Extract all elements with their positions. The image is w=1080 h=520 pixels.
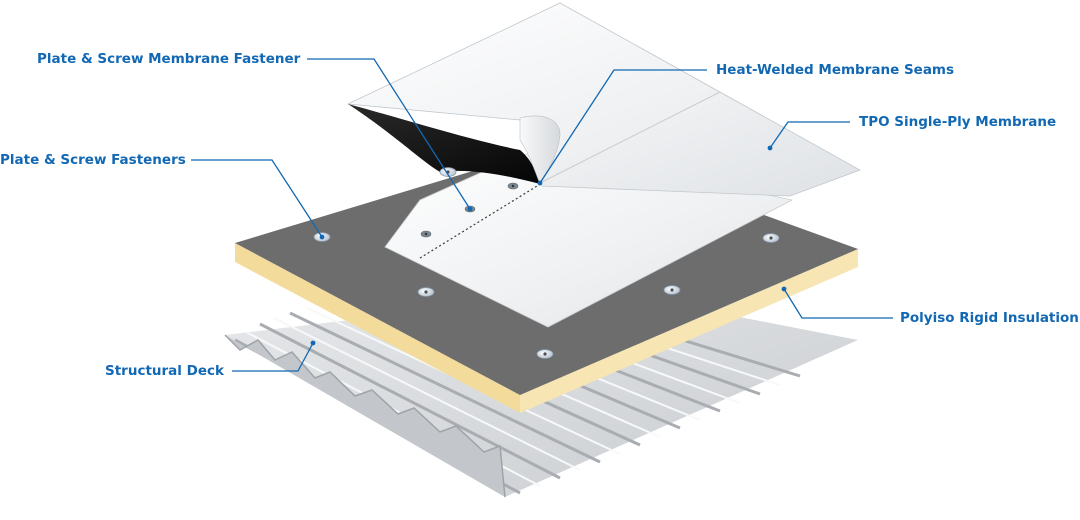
tpo-membrane-raised (346, 2, 861, 197)
leader-dot (319, 234, 325, 240)
leader-membrane-fastener (307, 58, 471, 210)
leader-structural-deck (232, 342, 314, 372)
upper-sheet-seam (539, 91, 721, 184)
label-plate-screw-fasteners: Plate & Screw Fasteners (0, 152, 186, 168)
leader-dot (467, 206, 473, 212)
insulation-right-face (520, 249, 858, 413)
membrane-curl-front (519, 115, 561, 185)
label-plate-screw-membrane-fastener: Plate & Screw Membrane Fastener (37, 51, 301, 67)
leader-dot (537, 180, 543, 186)
leader-polyiso (783, 288, 893, 319)
membrane-upper-sheet (346, 2, 861, 197)
fastener-plate (762, 233, 780, 243)
fastener-plate (663, 285, 681, 295)
fastener-plate (536, 349, 554, 359)
leader-tpo-membrane (769, 121, 850, 149)
label-tpo-single-ply-membrane: TPO Single-Ply Membrane (859, 114, 1057, 130)
leader-heat-welded-seams (539, 69, 707, 184)
seam-dotted-line (419, 182, 543, 259)
label-heat-welded-membrane-seams: Heat-Welded Membrane Seams (716, 62, 955, 78)
leader-dot (781, 286, 787, 292)
insulation-front-face (235, 243, 520, 413)
membrane-curl-underside (348, 104, 540, 184)
membrane-fastener-plate (507, 182, 519, 190)
label-structural-deck: Structural Deck (105, 363, 224, 379)
insulation-fasteners (313, 167, 780, 359)
leader-dots (310, 145, 787, 346)
leader-plate-screw-fasteners (191, 159, 323, 238)
deck-front-edge (224, 334, 506, 498)
leader-dot (310, 340, 316, 346)
leader-dot (767, 145, 773, 151)
leader-lines (191, 58, 893, 372)
membrane-fastener-plate (420, 230, 432, 238)
fastener-plate (417, 287, 435, 297)
label-polyiso-rigid-insulation: Polyiso Rigid Insulation (900, 310, 1079, 326)
